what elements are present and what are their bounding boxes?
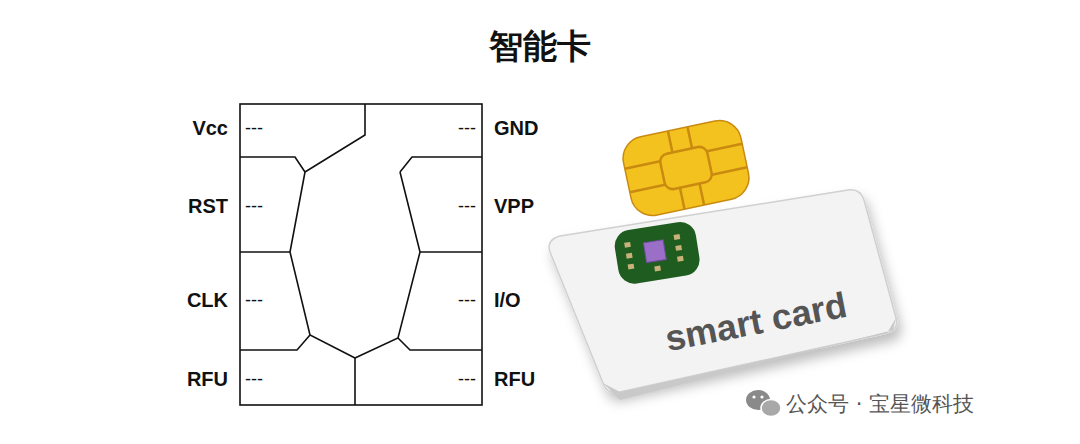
pin-name: RST (188, 196, 228, 216)
title: 智能卡 (489, 29, 591, 63)
pin-name: RFU (187, 369, 228, 389)
smart-card (549, 190, 896, 400)
wechat-icon (746, 390, 781, 417)
pin-name: RFU (494, 369, 535, 389)
pin-dash: --- (245, 119, 263, 137)
pin-dash: --- (245, 370, 263, 388)
gold-chip (619, 116, 753, 219)
pin-name: VPP (494, 196, 534, 216)
pin-name: I/O (494, 290, 521, 310)
pin-name: GND (494, 118, 538, 138)
watermark: 公众号 · 宝星微科技 (786, 394, 974, 415)
pin-dash: --- (245, 197, 263, 215)
contact-outline (240, 104, 482, 405)
pin-dash: --- (458, 291, 476, 309)
pin-name: Vcc (192, 118, 228, 138)
pin-dash: --- (245, 291, 263, 309)
pin-name: CLK (187, 290, 228, 310)
pin-dash: --- (458, 119, 476, 137)
pin-dash: --- (458, 197, 476, 215)
card-chip (612, 220, 701, 286)
pin-dash: --- (458, 370, 476, 388)
